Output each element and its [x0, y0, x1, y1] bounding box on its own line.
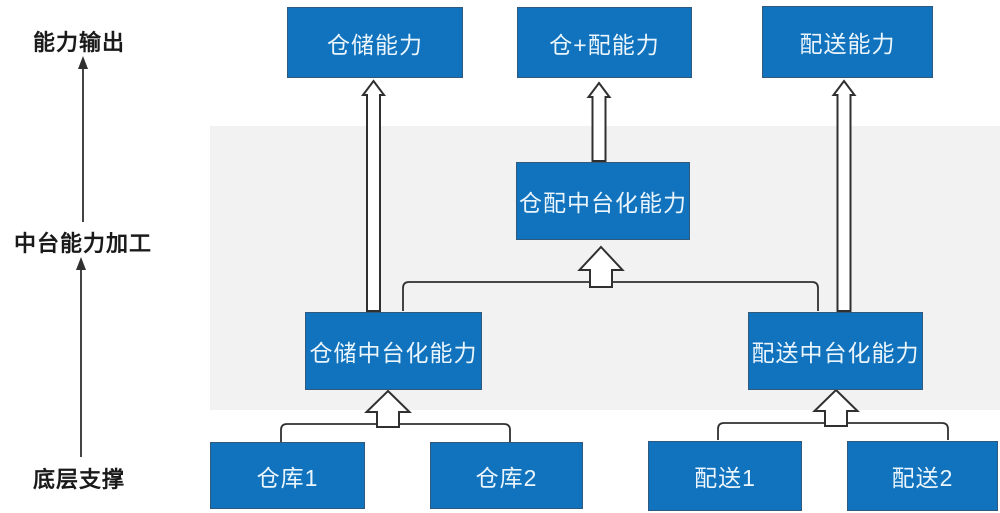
node-delivery-capability: 配送能力 [762, 6, 933, 78]
arrow-up-to-delivery-platform [812, 388, 860, 427]
node-warehouse-delivery-middle-platform: 仓配中台化能力 [516, 162, 690, 240]
node-delivery-2: 配送2 [847, 441, 998, 511]
layer-label-midplatform: 中台能力加工 [14, 231, 153, 256]
layer-label-output: 能力输出 [33, 30, 126, 55]
node-delivery-middle-platform: 配送中台化能力 [748, 312, 923, 390]
arrow-up-to-warehouse-platform [364, 389, 412, 428]
node-warehouse-1: 仓库1 [210, 442, 365, 509]
node-delivery-1: 配送1 [648, 441, 802, 511]
arrow-warehouse-platform-to-warehouse-capability [361, 79, 386, 312]
node-warehouse-capability: 仓储能力 [287, 7, 463, 78]
node-warehouse-2: 仓库2 [430, 442, 583, 509]
layer-arrow-foundation-to-mid [76, 257, 86, 457]
node-warehouse-middle-platform: 仓储中台化能力 [305, 312, 482, 390]
node-warehouse-plus-delivery-capability: 仓+配能力 [517, 7, 692, 78]
arrow-center-platform-to-combined-capability [586, 81, 612, 162]
arrow-delivery-platform-to-delivery-capability [831, 79, 857, 312]
layer-arrow-mid-to-output [78, 56, 88, 222]
arrow-up-to-center-platform [577, 245, 625, 288]
layer-label-foundation: 底层支撑 [33, 467, 126, 492]
